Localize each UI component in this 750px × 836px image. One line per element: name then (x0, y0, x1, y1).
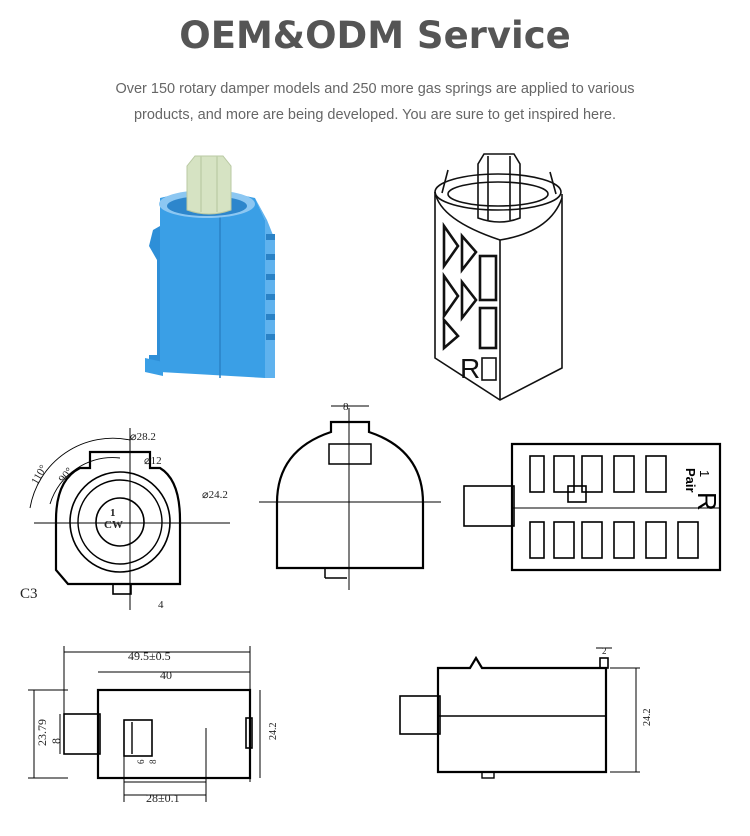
side-label-text: Pair (683, 468, 698, 493)
shaft-mark-num: 1 (110, 507, 116, 519)
side-view-drawing: Pair 1 R (463, 442, 722, 572)
height-label: 23.79 (35, 719, 49, 746)
top-view-drawing: 8 (259, 401, 441, 590)
body-length-label: 40 (160, 668, 172, 682)
top-width-label: 8 (343, 401, 349, 413)
overall-length-label: 49.5±0.5 (128, 649, 171, 663)
bottom-left-drawing: 49.5±0.5 40 23.79 8 6 8 24.2 28±0.1 (28, 646, 279, 805)
body-height-label: 24.2 (268, 723, 279, 741)
inner-6-label: 6 (136, 759, 146, 764)
shaft-mark-dir: CW (104, 519, 123, 531)
inner-8-label: 8 (148, 759, 158, 764)
blue-damper-model (145, 155, 275, 378)
line-damper-model: R (434, 153, 563, 401)
chamfer-label: C3 (20, 586, 38, 602)
shaft-size-label: 8 (49, 738, 63, 744)
front-view-drawing: ⌀28.2 ⌀12 ⌀24.2 110° 90° C3 4 1 CW (20, 428, 230, 611)
tab-label: 2 (602, 646, 607, 656)
model-letter: R (460, 353, 480, 384)
bottom-right-drawing: 2 24.2 (399, 646, 653, 779)
dia-shaft-label: ⌀12 (144, 455, 162, 467)
tab-width-label: 4 (158, 599, 164, 611)
side-label-num: 1 (697, 470, 712, 477)
dia-top-label: ⌀28.2 (130, 431, 156, 443)
angle-outer-label: 110° (29, 463, 50, 487)
page-description: Over 150 rotary damper models and 250 mo… (115, 81, 635, 123)
page-title: OEM&ODM Service (179, 14, 571, 57)
angle-inner-label: 90° (57, 465, 76, 485)
spacing-label: 28±0.1 (146, 791, 180, 805)
br-height-label: 24.2 (642, 709, 653, 727)
dia-body-label: ⌀24.2 (202, 489, 228, 501)
side-letter: R (692, 492, 722, 511)
